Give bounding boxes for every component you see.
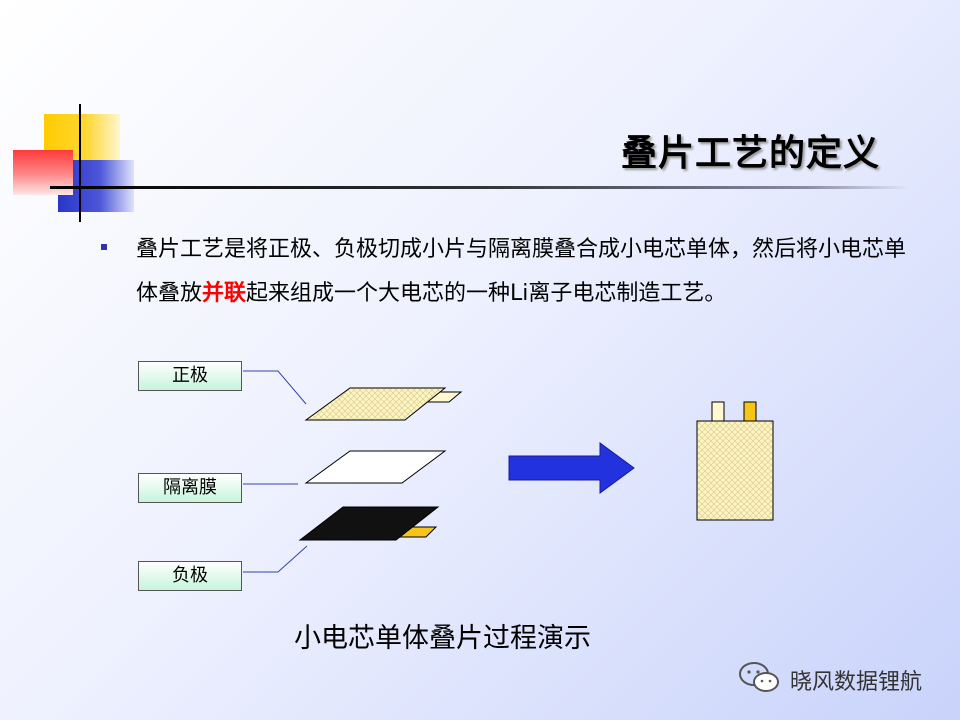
leader-line-negative [243,545,308,573]
slide-title: 叠片工艺的定义 [620,133,880,174]
right-arrow-icon [508,442,635,494]
logo-vertical-line [79,104,81,222]
cell-tab-right [743,401,757,423]
separator-sheet [304,450,447,484]
watermark-text: 晓风数据锂航 [790,670,923,695]
label-negative: 负极 [138,561,242,591]
watermark: 晓风数据锂航 [738,658,938,698]
label-positive: 正极 [138,361,242,391]
bullet-marker [101,244,107,250]
para-highlight: 并联 [202,281,247,306]
negative-sheet [298,506,440,541]
leader-line-positive [243,370,307,405]
cell-tab-left [711,401,725,423]
positive-sheet [304,387,447,421]
diagram-caption: 小电芯单体叠片过程演示 [294,623,591,654]
assembled-cell [696,420,774,521]
definition-paragraph: 叠片工艺是将正极、负极切成小片与隔离膜叠合成小电芯单体，然后将小电芯单体叠放并联… [136,228,926,316]
label-separator: 隔离膜 [138,473,242,503]
title-underline [50,186,910,189]
para-text-2: 起来组成一个大电芯的一种Li离子电芯制造工艺。 [246,281,727,306]
wechat-icon [739,662,779,692]
para-text-1: 叠片工艺是将正极、负极切成小片与隔离膜叠合成小电芯单体，然后将小电芯单体叠放 [136,237,907,306]
